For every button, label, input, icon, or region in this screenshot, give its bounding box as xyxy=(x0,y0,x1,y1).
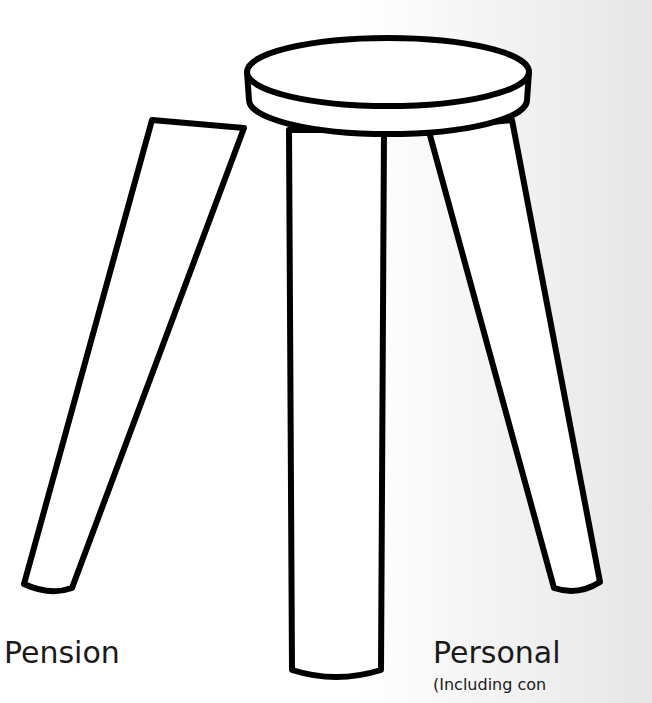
stool-leg xyxy=(428,120,600,591)
stool-leg xyxy=(24,120,244,591)
stool-seat xyxy=(247,38,529,106)
leg-label: Pension xyxy=(4,636,120,669)
leg-label: Personal xyxy=(433,636,561,669)
leg-note: (Including con xyxy=(433,676,546,694)
stool-leg xyxy=(289,130,384,677)
